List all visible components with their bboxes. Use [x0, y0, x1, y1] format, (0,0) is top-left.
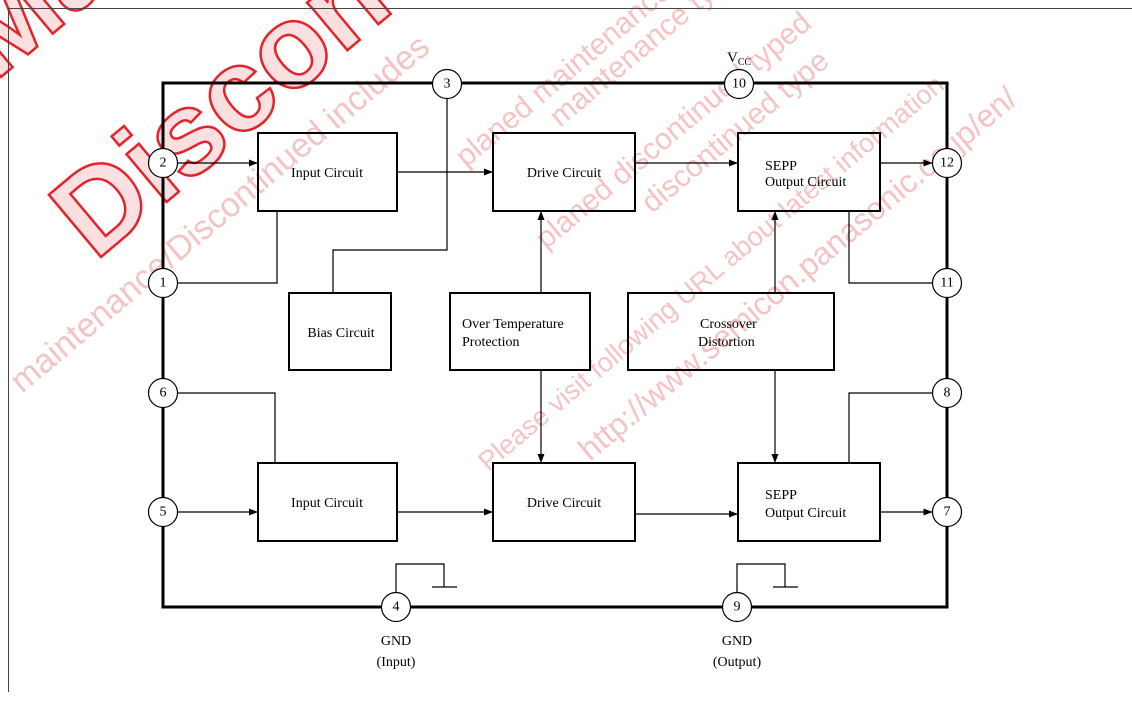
pin-number: 4 — [393, 600, 400, 615]
block-bias-circuit: Bias Circuit — [288, 292, 392, 371]
block-label: Drive Circuit — [527, 496, 601, 511]
pin-11: 11 — [931, 267, 963, 299]
pin-circle — [931, 496, 963, 528]
block-label-line-1: Over Temperature — [462, 317, 564, 332]
pin-circle — [147, 377, 179, 409]
ic-package-outline — [161, 81, 949, 609]
ground-label-output: GND (Output) — [713, 634, 762, 670]
block-box — [257, 462, 398, 542]
supply-symbol: V — [727, 50, 738, 66]
signal-wires — [177, 98, 933, 518]
wire-input-circuit-to-pin1 — [177, 211, 278, 284]
pin-circle — [931, 147, 963, 179]
pin-number: 12 — [940, 156, 954, 171]
pin-number: 9 — [734, 600, 741, 615]
pin-8: 8 — [931, 377, 963, 409]
pin-circle — [147, 267, 179, 299]
block-input-circuit-lower: Input Circuit — [257, 462, 398, 542]
block-label: Bias Circuit — [307, 326, 374, 341]
pin-4: 4 — [380, 591, 412, 623]
pin-circle — [431, 68, 463, 100]
gnd-sublabel: (Output) — [713, 655, 762, 670]
block-label-line-1: SEPP — [765, 488, 797, 503]
block-label-line-1: Crossover — [700, 317, 757, 332]
ground-symbol-input — [395, 563, 457, 593]
gnd-label: GND — [722, 634, 752, 649]
ground-label-input: GND (Input) — [377, 634, 416, 670]
watermark: Maintenance/ Discontinued maintenance/Di… — [0, 0, 1024, 477]
pin-number: 1 — [160, 276, 167, 291]
block-box — [449, 292, 591, 371]
ground-lead-output — [736, 563, 786, 593]
pin-number: 11 — [940, 276, 953, 291]
pin-3: 3 — [431, 68, 463, 100]
block-label: Input Circuit — [291, 496, 363, 511]
block-label-line-2: Output Circuit — [765, 506, 846, 521]
pin-circle — [931, 267, 963, 299]
supply-subscript: CC — [738, 57, 752, 68]
wire-pin3-to-bias-circuit — [332, 98, 448, 293]
wire-pin8-to-sepp-lower — [848, 392, 933, 463]
wire-sepp-upper-to-pin11 — [848, 211, 933, 284]
ground-lead-input — [395, 563, 445, 593]
supply-voltage-label: VCC — [727, 50, 752, 68]
pin-9: 9 — [721, 591, 753, 623]
block-box — [492, 132, 636, 212]
pin-circle — [721, 591, 753, 623]
block-box — [737, 462, 881, 542]
block-over-temperature-protection: Over Temperature Protection — [449, 292, 591, 371]
pin-7: 7 — [931, 496, 963, 528]
pin-1: 1 — [147, 267, 179, 299]
pin-12: 12 — [931, 147, 963, 179]
pin-number: 7 — [944, 505, 951, 520]
pin-circle — [723, 68, 755, 100]
pin-circle — [931, 377, 963, 409]
block-box — [288, 292, 392, 371]
ground-symbol-output — [736, 563, 798, 593]
pin-5: 5 — [147, 496, 179, 528]
pin-circle — [147, 496, 179, 528]
watermark-text-line: Please visit following URL about latest … — [473, 65, 956, 477]
block-label-line-2: Output Circuit — [765, 175, 846, 190]
pin-circle — [147, 147, 179, 179]
block-drive-circuit-upper: Drive Circuit — [492, 132, 636, 212]
block-drive-circuit-lower: Drive Circuit — [492, 462, 636, 542]
page-frame — [8, 8, 1132, 692]
block-sepp-output-circuit-upper: SEPP Output Circuit — [737, 132, 881, 212]
block-box — [627, 292, 835, 371]
block-box — [492, 462, 636, 542]
gnd-label: GND — [381, 634, 411, 649]
pin-number: 8 — [944, 386, 951, 401]
pin-number: 5 — [160, 505, 167, 520]
block-label-line-2: Distortion — [698, 335, 755, 350]
pin-number: 2 — [160, 156, 167, 171]
block-crossover-distortion: Crossover Distortion — [627, 292, 835, 371]
block-label: Input Circuit — [291, 166, 363, 181]
block-label-line-2: Protection — [462, 335, 520, 350]
block-input-circuit-upper: Input Circuit — [257, 132, 398, 212]
pin-number: 3 — [444, 77, 451, 92]
pin-number: 6 — [160, 386, 167, 401]
pin-6: 6 — [147, 377, 179, 409]
block-sepp-output-circuit-lower: SEPP Output Circuit — [737, 462, 881, 542]
block-label: Drive Circuit — [527, 166, 601, 181]
pin-number: 10 — [732, 77, 746, 92]
pin-2: 2 — [147, 147, 179, 179]
block-box — [257, 132, 398, 212]
block-label-line-1: SEPP — [765, 159, 797, 174]
pin-10: 10 — [723, 68, 755, 100]
block-box — [737, 132, 881, 212]
gnd-sublabel: (Input) — [377, 655, 416, 670]
pin-circle — [380, 591, 412, 623]
wire-pin6-to-input-circuit-lower — [177, 392, 276, 463]
